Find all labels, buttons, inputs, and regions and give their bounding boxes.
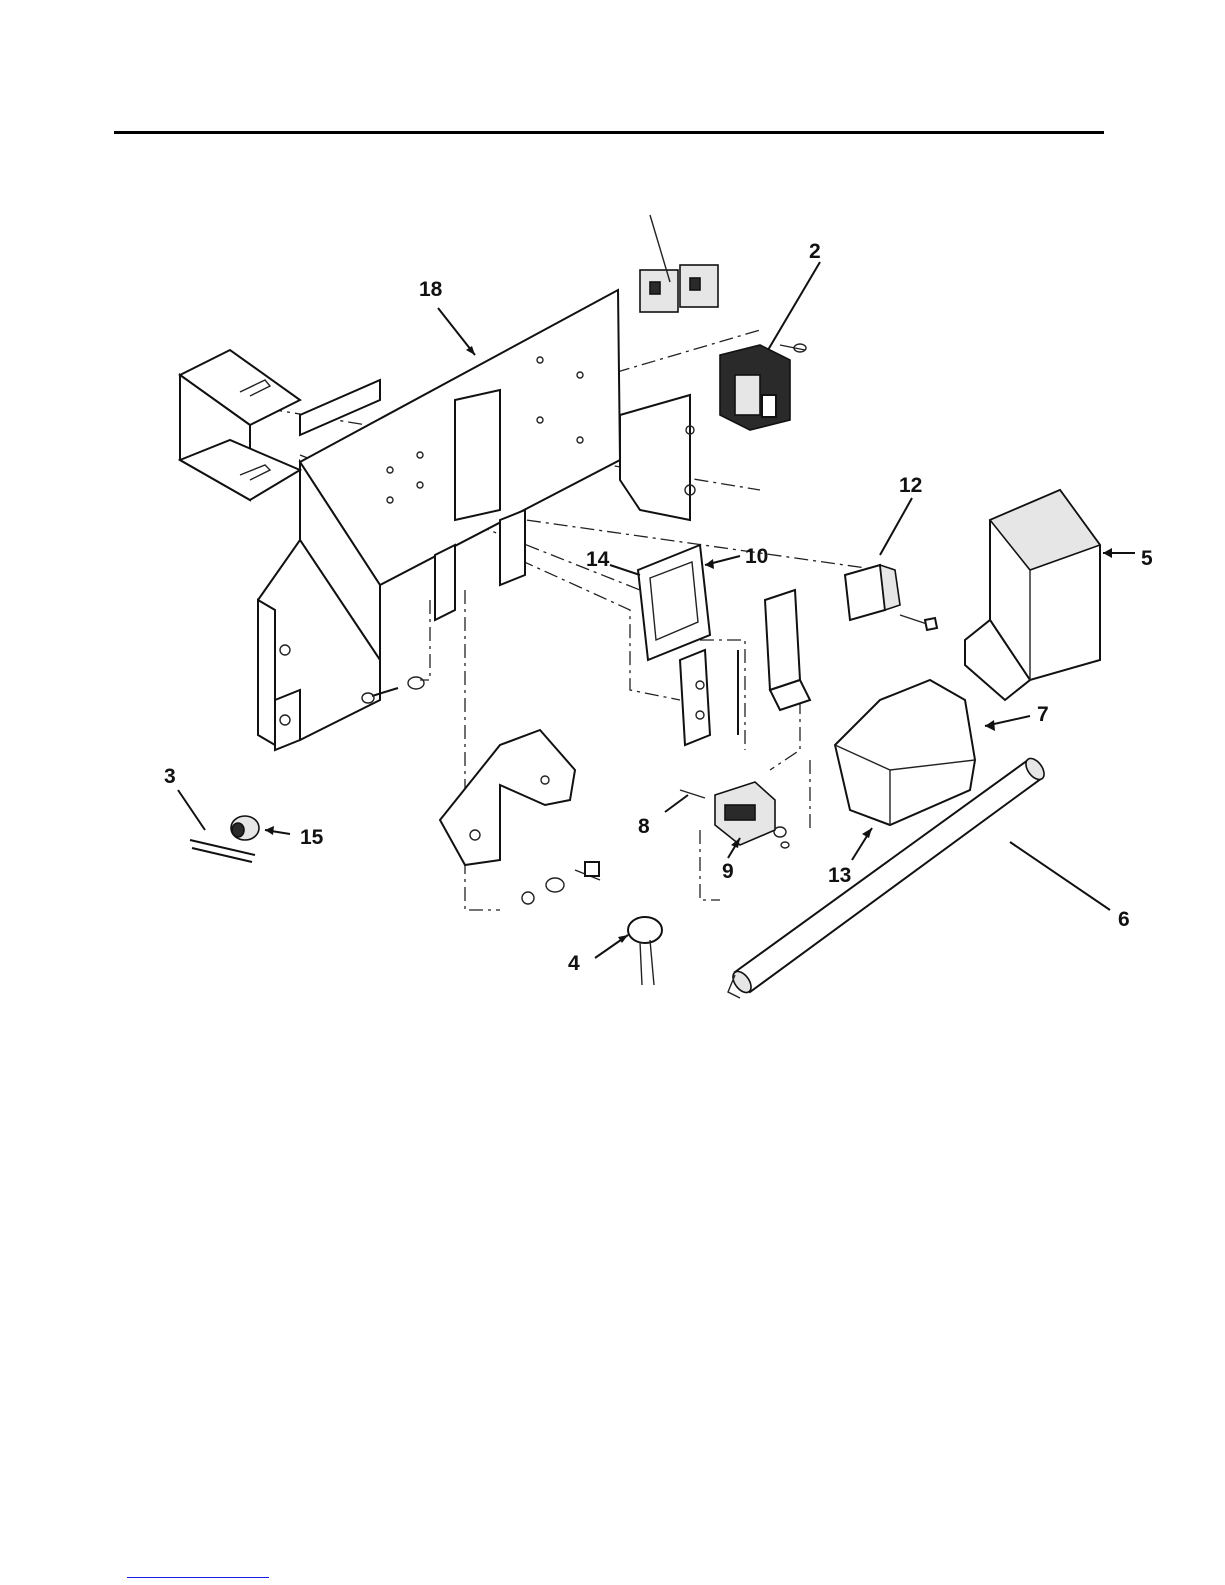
terminal-block-part <box>640 215 718 312</box>
lower-bracket-part <box>440 730 600 904</box>
callout-6: 6 <box>1118 908 1130 931</box>
relay-part <box>720 262 820 430</box>
callout-12: 12 <box>899 474 922 497</box>
callout-13: 13 <box>828 864 851 887</box>
callout-14: 14 <box>586 548 610 571</box>
callout-7: 7 <box>1037 703 1049 726</box>
switch-part <box>665 782 775 858</box>
callout-10: 10 <box>745 545 768 568</box>
fuse-part <box>178 790 290 862</box>
callout-9: 9 <box>722 860 734 883</box>
callout-4: 4 <box>568 952 580 975</box>
callout-8: 8 <box>638 815 650 838</box>
callout-2: 2 <box>809 240 821 263</box>
footer-link-underline[interactable] <box>127 1577 269 1578</box>
callout-15: 15 <box>300 826 324 849</box>
leader-lines <box>438 308 475 355</box>
cover-box-part <box>965 490 1135 700</box>
callout-18: 18 <box>419 278 443 301</box>
callout-3: 3 <box>164 765 176 788</box>
starter-part <box>595 917 662 985</box>
gasket-frame-part <box>610 545 740 660</box>
mounting-block-part <box>845 498 937 630</box>
end-cover-part <box>180 350 300 500</box>
callout-5: 5 <box>1141 547 1153 570</box>
